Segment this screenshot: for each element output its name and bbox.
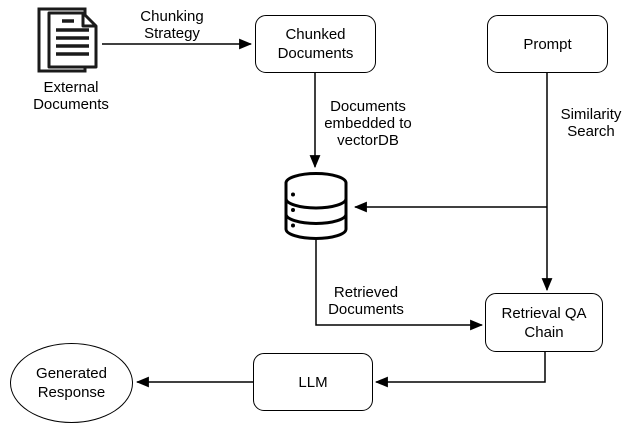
chunking-strategy-edge-label: Chunking Strategy xyxy=(140,8,204,42)
node-prompt: Prompt xyxy=(487,15,608,73)
node-retrieval-qa-chain: Retrieval QA Chain xyxy=(485,293,603,352)
llm-label: LLM xyxy=(298,373,328,391)
similarity-search-edge-label: Similarity Search xyxy=(560,106,622,140)
documents-icon xyxy=(37,7,98,73)
external-documents-label: External Documents xyxy=(33,79,109,113)
edge-retrievalqa-to-llm xyxy=(374,352,546,388)
retrieved-documents-edge-label: Retrieved Documents xyxy=(328,284,404,318)
prompt-label: Prompt xyxy=(523,35,572,53)
database-icon xyxy=(284,172,348,240)
node-llm: LLM xyxy=(253,353,373,411)
chunked-documents-label: Chunked Documents xyxy=(277,26,354,62)
node-generated-response: Generated Response xyxy=(10,343,133,423)
retrieval-qa-chain-label: Retrieval QA Chain xyxy=(501,304,587,341)
edge-vectordb-to-retrievalqa xyxy=(315,240,484,331)
node-chunked-documents: Chunked Documents xyxy=(255,15,376,73)
documents-embedded-edge-label: Documents embedded to vectorDB xyxy=(324,98,412,149)
generated-response-label: Generated Response xyxy=(36,365,107,401)
